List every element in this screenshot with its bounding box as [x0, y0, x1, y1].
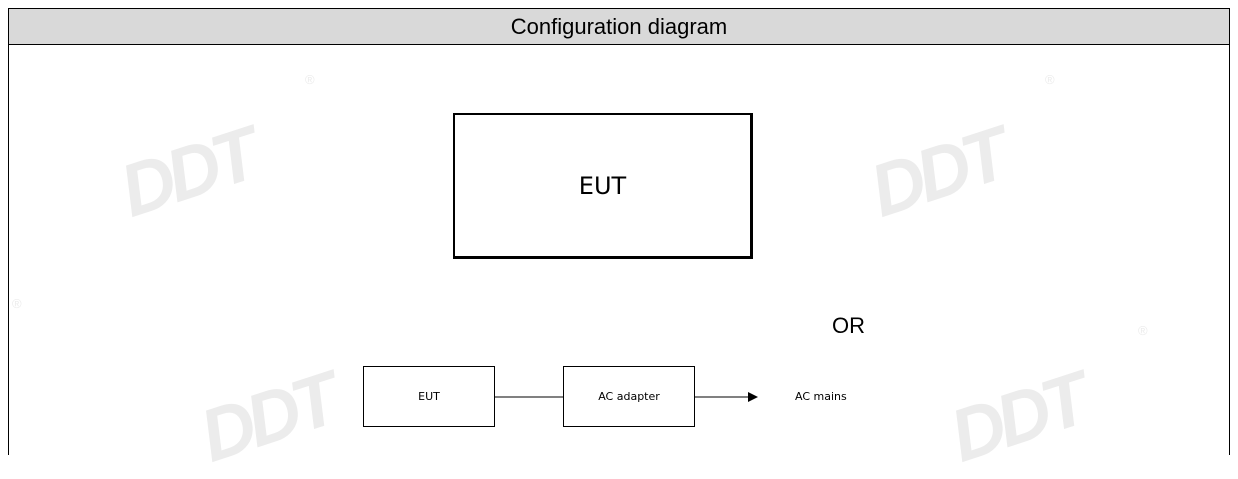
eut-label: EUT	[418, 390, 440, 403]
watermark-registered-mark: ®	[1045, 72, 1055, 87]
arrow-head-icon	[748, 392, 758, 402]
eut-label: EUT	[578, 171, 627, 200]
connector-lines	[495, 392, 758, 402]
eut-box-standalone: EUT	[453, 113, 753, 259]
page-title: Configuration diagram	[510, 14, 728, 39]
watermark-registered-mark: ®	[305, 72, 315, 87]
watermark-registered-mark: ®	[12, 296, 22, 311]
diagram-panel-bottom	[355, 336, 920, 436]
or-separator: OR	[832, 313, 865, 338]
ac-mains-label: AC mains	[795, 390, 847, 403]
ac-adapter-box: AC adapter	[563, 366, 695, 427]
configuration-table: Configuration diagram	[8, 8, 1230, 455]
table-header: Configuration diagram	[9, 9, 1229, 45]
diagram-panel-top	[384, 45, 829, 335]
watermark-registered-mark: ®	[1138, 323, 1148, 338]
eut-box: EUT	[363, 366, 495, 427]
ac-adapter-label: AC adapter	[598, 390, 660, 403]
